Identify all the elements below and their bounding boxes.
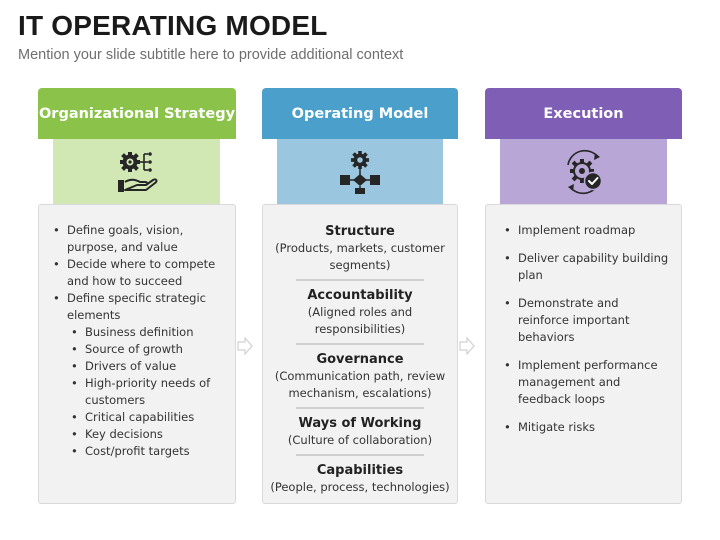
execution-list: Implement roadmap Deliver capability bui… — [504, 222, 671, 436]
list-item: Define goals, vision, purpose, and value — [53, 222, 227, 256]
list-item: Define specific strategic elements — [53, 290, 227, 324]
column-title: Execution — [543, 105, 624, 122]
icon-box — [53, 139, 220, 204]
sub-list-item: Cost/profit targets — [71, 443, 227, 460]
sub-list-item: High-priority needs of customers — [71, 375, 227, 409]
item-description: (Products, markets, customer segments) — [275, 241, 445, 272]
item-description: (Communication path, review mechanism, e… — [274, 369, 446, 400]
column-header: Organizational Strategy — [38, 88, 236, 139]
column-header: Execution — [485, 88, 682, 139]
item-heading: Accountability — [307, 288, 413, 303]
item-heading: Capabilities — [316, 463, 404, 478]
sub-list-item: Business definition — [71, 324, 227, 341]
page-title: IT OPERATING MODEL — [18, 10, 328, 41]
structure-block: Structure (Products, markets, customer s… — [267, 223, 453, 274]
gear-hand-icon — [117, 151, 157, 192]
list-item: Implement roadmap — [504, 222, 671, 239]
arrow-right-icon — [237, 337, 253, 355]
item-heading: Ways of Working — [298, 416, 422, 431]
item-description: (Aligned roles and responsibilities) — [307, 305, 413, 336]
accountability-block: Accountability (Aligned roles and respon… — [267, 287, 453, 338]
divider — [296, 454, 424, 456]
sub-list-item: Source of growth — [71, 341, 227, 358]
list-item: Deliver capability building plan — [504, 250, 671, 284]
column-title: Operating Model — [291, 105, 429, 122]
content-panel: Define goals, vision, purpose, and value… — [38, 204, 236, 504]
ways-of-working-block: Ways of Working (Culture of collaboratio… — [267, 415, 453, 449]
gear-check-icon — [566, 149, 602, 194]
column-header: Operating Model — [262, 88, 458, 139]
list-item: Demonstrate and reinforce important beha… — [504, 295, 671, 346]
icon-box — [500, 139, 667, 204]
list-item: Mitigate risks — [504, 419, 671, 436]
list-item: Implement performance management and fee… — [504, 357, 671, 408]
content-panel: Implement roadmap Deliver capability bui… — [485, 204, 682, 504]
list-item: Decide where to compete and how to succe… — [53, 256, 227, 290]
divider — [296, 343, 424, 345]
strategy-list: Define goals, vision, purpose, and value… — [53, 222, 227, 460]
item-heading: Structure — [325, 224, 395, 239]
page-subtitle: Mention your slide subtitle here to prov… — [18, 47, 404, 63]
org-structure-icon — [340, 150, 380, 194]
item-heading: Governance — [316, 352, 404, 367]
divider — [296, 279, 424, 281]
item-description: (Culture of collaboration) — [287, 433, 433, 447]
sub-list-item: Key decisions — [71, 426, 227, 443]
sub-list-item: Critical capabilities — [71, 409, 227, 426]
governance-block: Governance (Communication path, review m… — [267, 351, 453, 402]
arrow-right-icon — [459, 337, 475, 355]
icon-box — [277, 139, 443, 204]
sub-list-item: Drivers of value — [71, 358, 227, 375]
item-description: (People, process, technologies) — [270, 480, 450, 494]
divider — [296, 407, 424, 409]
capabilities-block: Capabilities (People, process, technolog… — [267, 462, 453, 496]
column-title: Organizational Strategy — [38, 105, 236, 122]
content-panel: Structure (Products, markets, customer s… — [262, 204, 458, 504]
